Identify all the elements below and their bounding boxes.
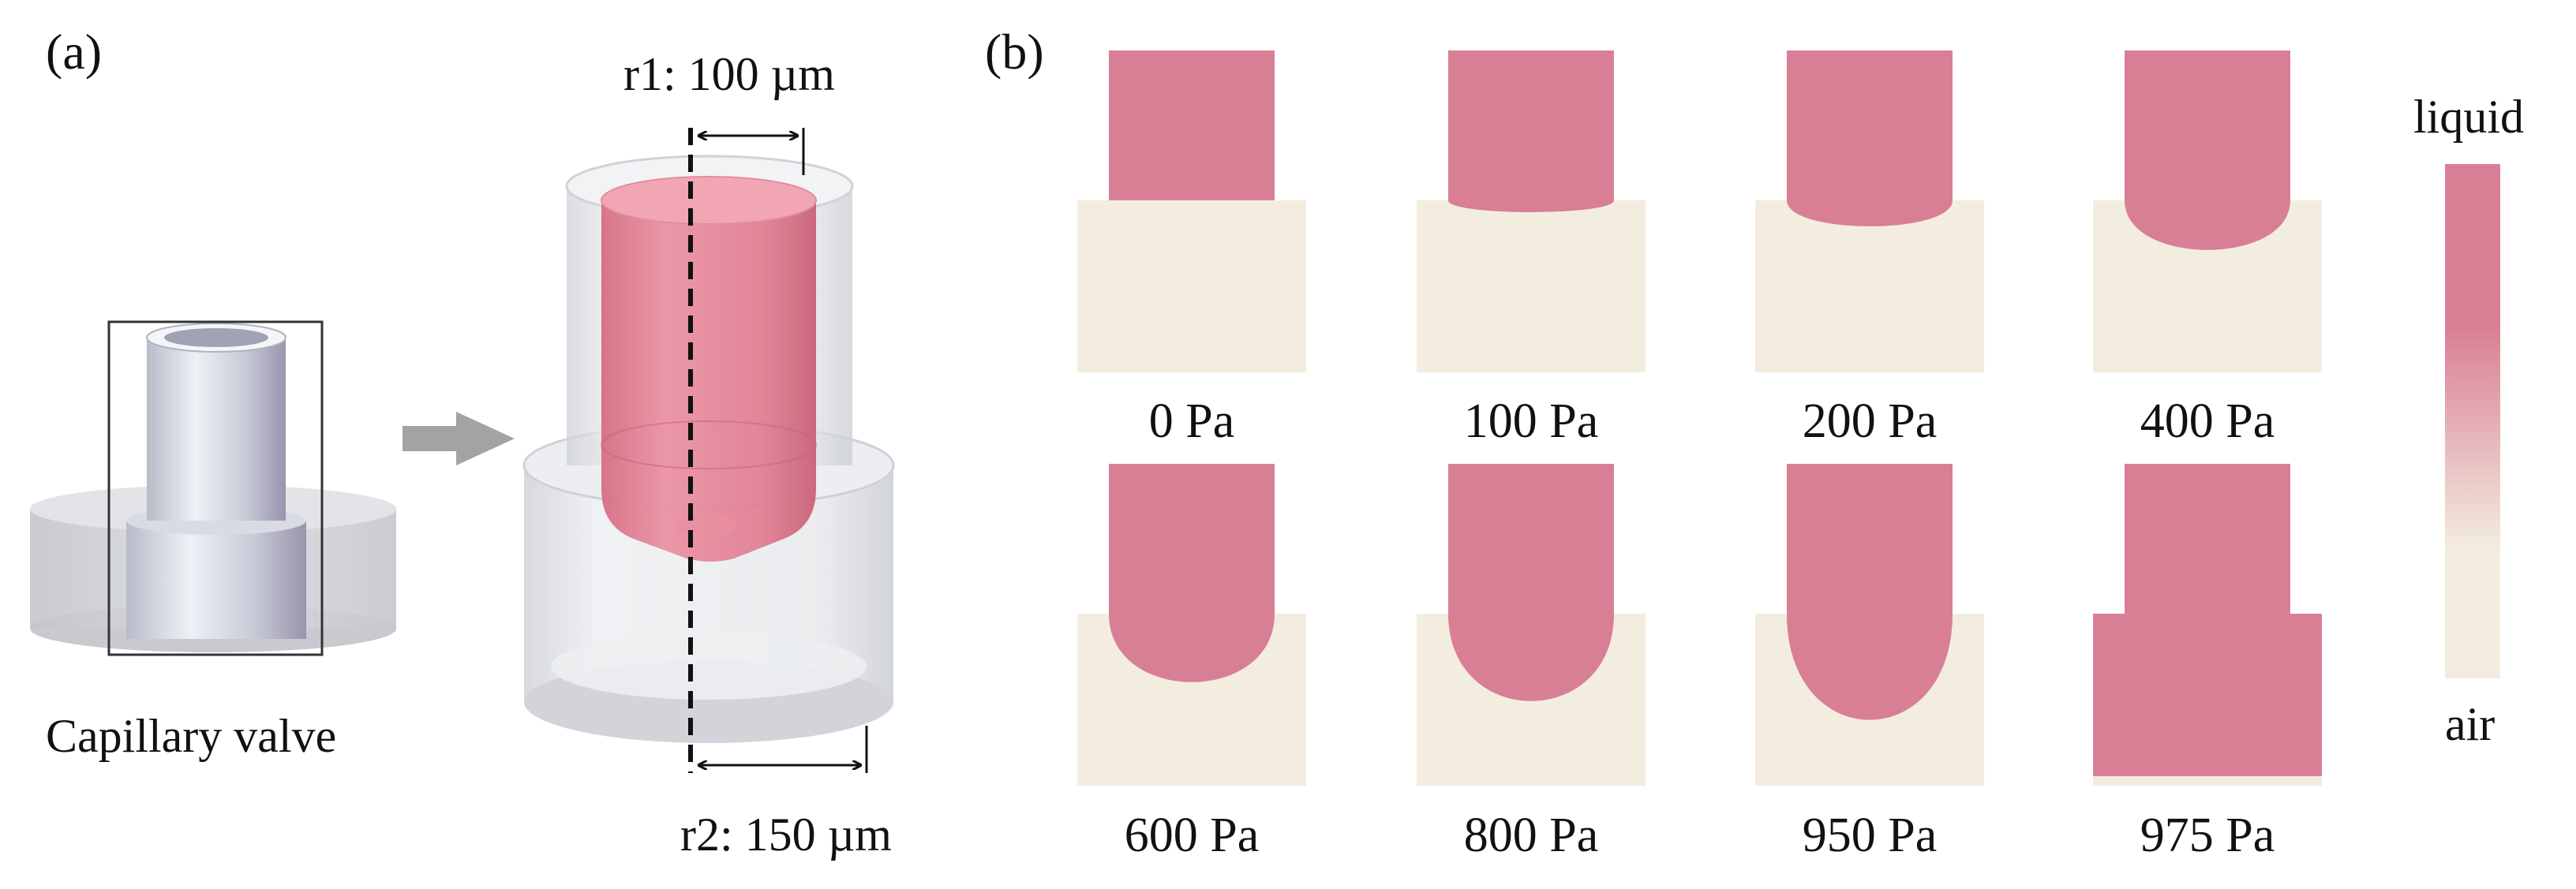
liquid-meniscus xyxy=(1448,464,1614,701)
valve-caption: Capillary valve xyxy=(46,710,337,762)
colorbar-bottom-label: air xyxy=(2445,698,2496,750)
simulation-frame xyxy=(2093,50,2322,372)
simulation-frame xyxy=(1077,464,1306,786)
liquid-meniscus xyxy=(1448,50,1614,212)
air-region xyxy=(1755,200,1984,372)
simulation-frame xyxy=(1077,50,1306,372)
mask-right xyxy=(2290,464,2322,614)
liquid-meniscus xyxy=(1109,464,1275,682)
pressure-label: 400 Pa xyxy=(2140,394,2275,448)
colorbar-gradient xyxy=(2445,164,2500,678)
liquid-meniscus xyxy=(1787,464,1953,720)
liquid-meniscus xyxy=(1109,50,1275,200)
simulation-frame xyxy=(1417,50,1646,372)
panel-b-label: (b) xyxy=(985,24,1044,80)
valve-cross-section-diagram xyxy=(522,155,895,743)
right-arrow-icon xyxy=(402,412,515,465)
simulation-frame xyxy=(1417,464,1646,786)
pressure-label: 100 Pa xyxy=(1463,394,1599,448)
mask-left xyxy=(2093,464,2125,614)
pressure-label: 600 Pa xyxy=(1124,809,1260,862)
colorbar-top-label: liquid xyxy=(2413,91,2525,143)
simulation-frame xyxy=(1755,50,1984,372)
r1-dimension-label: r1: 100 µm xyxy=(623,48,835,100)
air-region xyxy=(1077,200,1306,372)
pressure-label: 800 Pa xyxy=(1463,809,1599,862)
pressure-label: 975 Pa xyxy=(2140,809,2275,862)
pressure-label: 950 Pa xyxy=(1802,809,1938,862)
liquid-meniscus xyxy=(2125,50,2290,250)
pressure-label: 0 Pa xyxy=(1148,394,1235,448)
simulation-frame xyxy=(2093,464,2322,786)
panel-a-label: (a) xyxy=(46,24,103,80)
air-region xyxy=(1417,200,1646,372)
simulation-frame xyxy=(1755,464,1984,786)
valve-model-icon xyxy=(30,320,396,656)
pressure-label: 200 Pa xyxy=(1802,394,1938,448)
liquid-region xyxy=(2093,464,2322,776)
r2-dimension-label: r2: 150 µm xyxy=(680,809,892,861)
liquid-meniscus xyxy=(1787,50,1953,226)
